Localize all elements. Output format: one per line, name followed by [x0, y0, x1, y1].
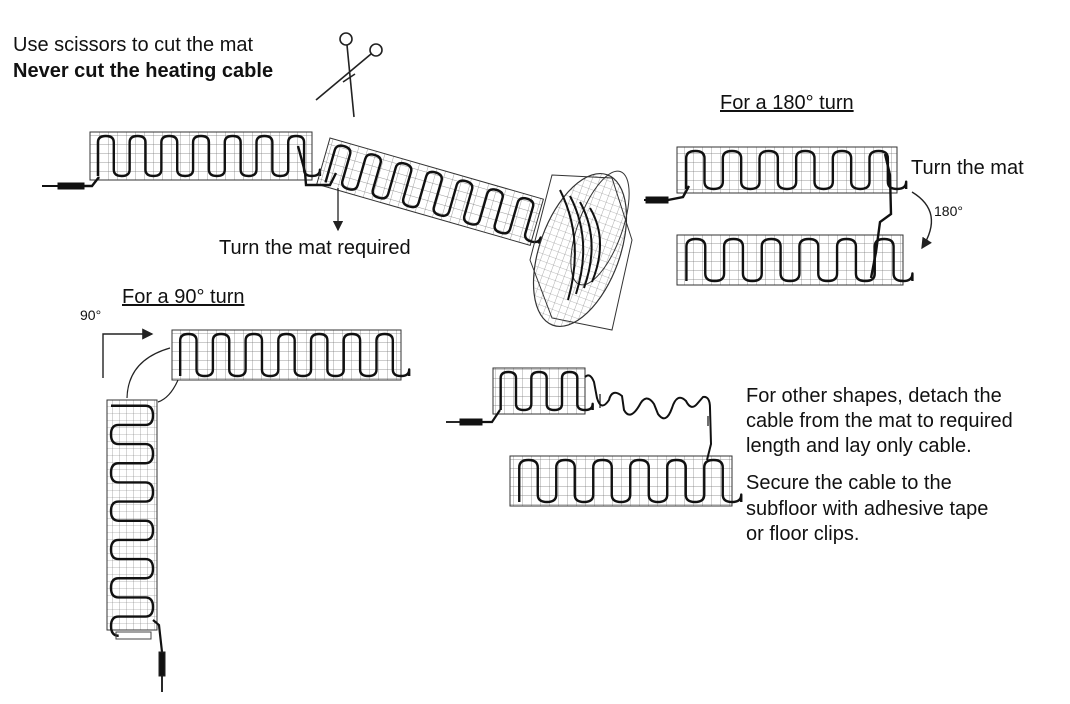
other-shapes-line-3: length and lay only cable.: [746, 435, 972, 457]
mat-90-horizontal: [171, 329, 411, 381]
loose-cable: [584, 374, 713, 461]
mat-180-bottom: [676, 234, 914, 286]
degree-180-label: 180°: [934, 203, 963, 219]
other-shapes-line-4: Secure the cable to the: [746, 472, 952, 494]
degree-90-label: 90°: [80, 307, 102, 323]
mat-180-top: [676, 146, 908, 194]
cable-90: [115, 347, 179, 692]
heading-180-turn: For a 180° turn: [720, 92, 854, 114]
turn-mat-required-label: Turn the mat required: [219, 237, 411, 259]
cut-warning: Never cut the heating cable: [13, 60, 274, 82]
lead-cable-top-left: [42, 176, 100, 190]
lead-cable-180: [644, 153, 893, 279]
heading-90-turn: For a 90° turn: [122, 286, 245, 308]
lead-cable-detached: [446, 374, 713, 461]
connecting-cable: [296, 145, 338, 187]
other-shapes-line-1: For other shapes, detach the: [746, 385, 1002, 407]
turn-the-mat-label: Turn the mat: [911, 157, 1024, 179]
scissors-icon: [315, 32, 383, 118]
mat-detached-top: [492, 367, 594, 415]
mat-top-left: [89, 131, 322, 181]
mat-90-vertical: [106, 399, 158, 637]
cut-instruction: Use scissors to cut the mat: [13, 34, 254, 56]
curved-arrow-icon: [911, 191, 933, 250]
other-shapes-line-6: or floor clips.: [746, 523, 860, 545]
other-shapes-line-5: subfloor with adhesive tape: [746, 498, 989, 520]
rolled-mat: [529, 170, 633, 331]
mat-diagonal: [316, 137, 545, 246]
other-shapes-line-2: cable from the mat to required: [746, 410, 1013, 432]
mat-detached-bottom: [509, 455, 743, 507]
corner-arrow-icon: [102, 328, 154, 378]
